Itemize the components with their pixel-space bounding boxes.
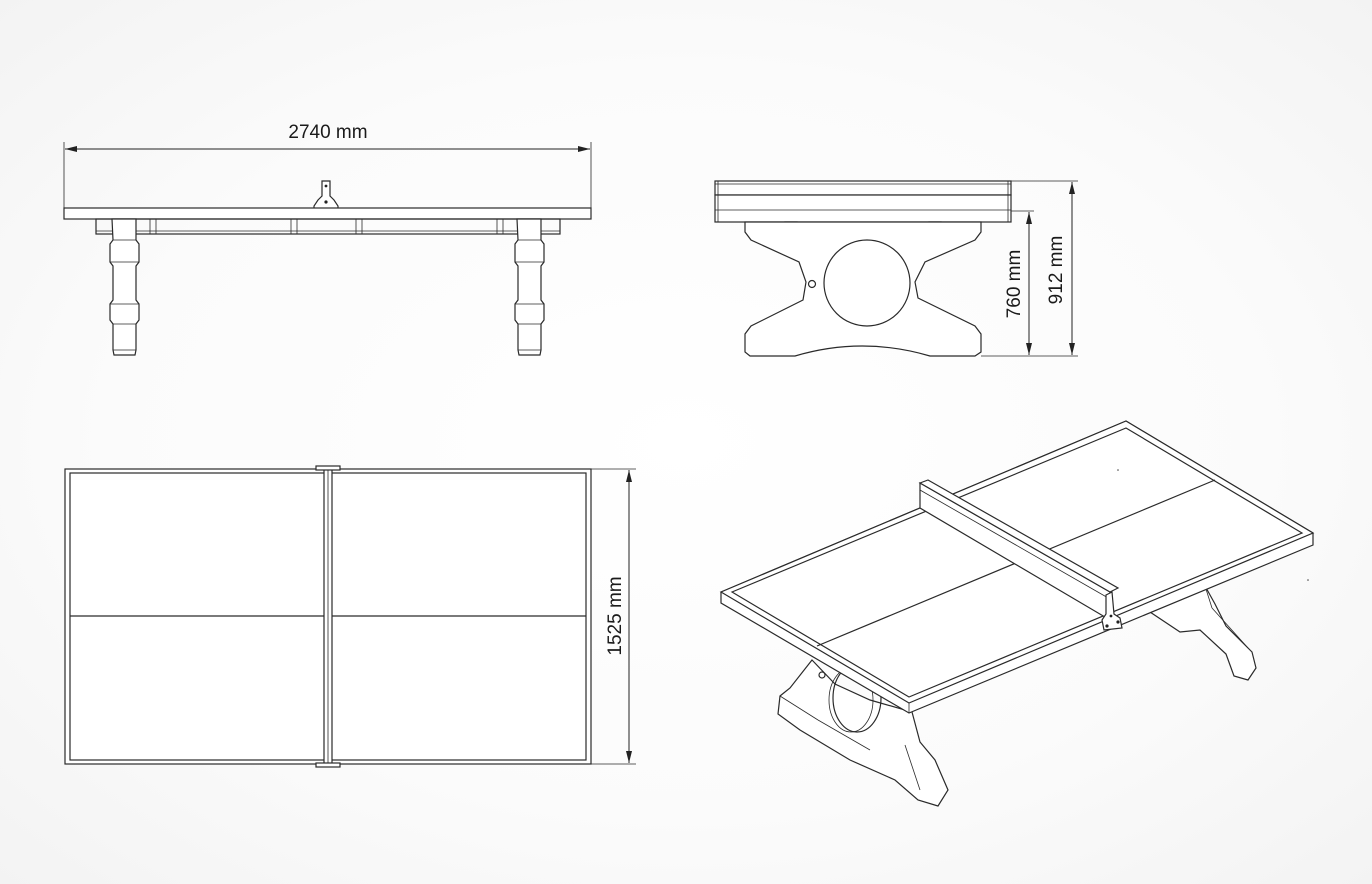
pedestal-iso-bolt (818, 671, 826, 679)
tabletop-front (63, 207, 592, 220)
pedestal-iso-near (777, 659, 949, 807)
net-post-iso (1101, 591, 1123, 631)
table-height-label: 760 mm (1004, 250, 1025, 319)
leg-left-front (109, 218, 140, 356)
front-view: 2740 mm (63, 122, 592, 356)
width-dimension-label: 1525 mm (605, 576, 626, 655)
net-height-label: 912 mm (1046, 236, 1067, 305)
pedestal-side (744, 221, 982, 357)
side-view: 760 mm 912 mm (714, 180, 1078, 357)
length-dimension-label: 2740 mm (288, 122, 367, 143)
tabletop-side (714, 194, 1012, 223)
net-side (714, 180, 1012, 196)
apron-front (95, 218, 561, 235)
pedestal-bolt (807, 279, 817, 289)
isometric-view (719, 420, 1315, 807)
pedestal-hole (823, 239, 911, 327)
leg-right-front (514, 218, 545, 356)
top-view: 1525 mm (64, 465, 636, 768)
